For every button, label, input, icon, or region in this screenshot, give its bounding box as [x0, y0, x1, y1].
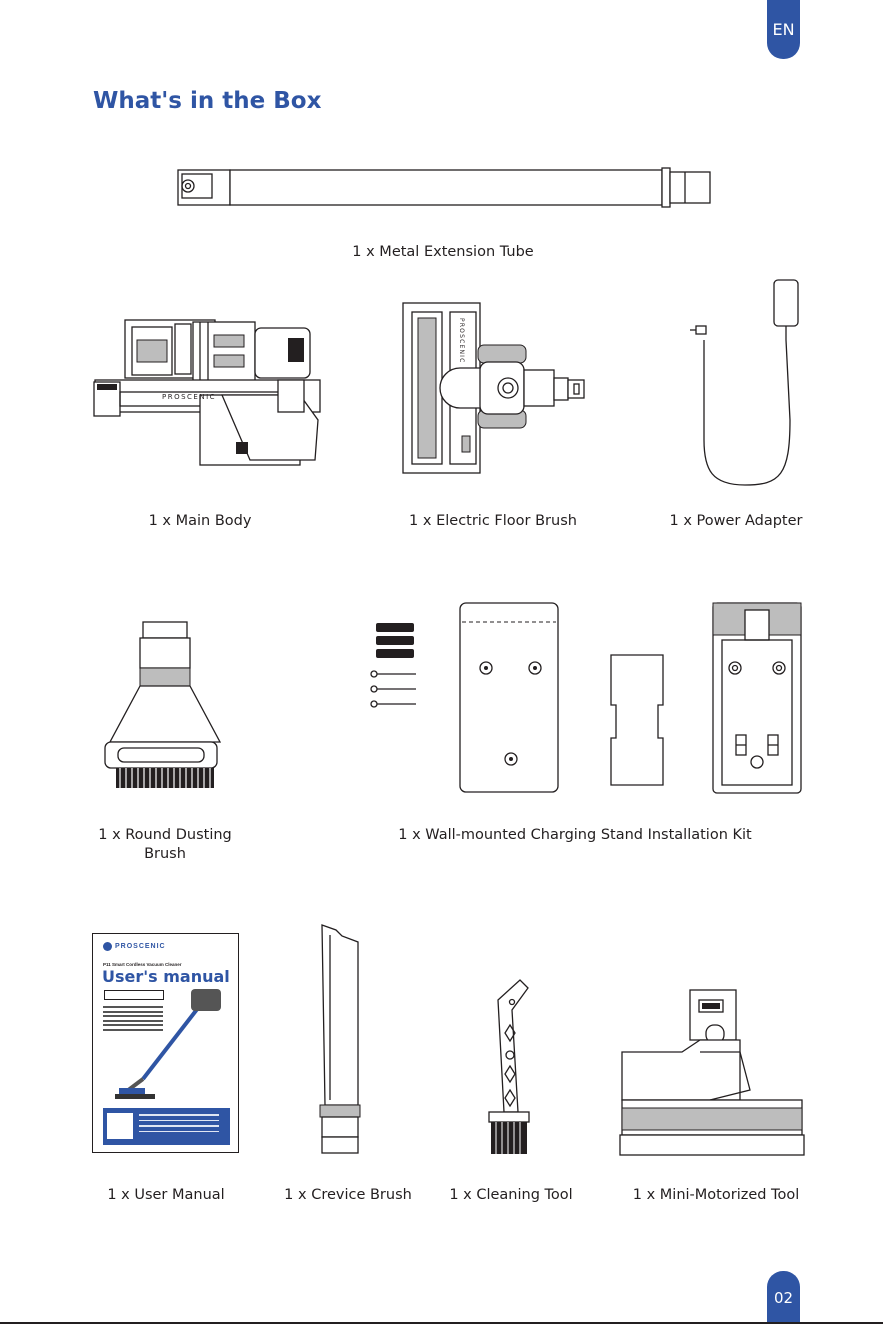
wall-anchors-and-screws-drawing [370, 623, 416, 708]
user-manual-cover: PROSCENIC P11 Smart Cordless Vacuum Clea… [92, 933, 239, 1153]
caption-round-dusting-brush-line2: Brush [144, 846, 186, 862]
metal-extension-tube-drawing [177, 167, 711, 208]
manual-brand-text: PROSCENIC [115, 943, 166, 950]
wall-plate-drawing [459, 602, 559, 793]
manual-subtitle: P11 Smart Cordless Vacuum Cleaner [103, 962, 182, 967]
caption-user-manual: 1 x User Manual [107, 1187, 225, 1203]
charging-stand-drawing [712, 602, 802, 794]
manual-footer [103, 1108, 230, 1145]
caption-crevice-brush: 1 x Crevice Brush [284, 1187, 412, 1203]
main-body-drawing: PROSCENIC [93, 319, 321, 466]
language-tab: EN [767, 0, 800, 59]
manual-text-lines [103, 1006, 163, 1033]
page-title: What's in the Box [93, 88, 322, 114]
qr-code-icon [107, 1113, 133, 1139]
caption-power-adapter: 1 x Power Adapter [669, 513, 803, 529]
power-adapter-drawing [690, 279, 799, 486]
caption-mini-motorized-tool: 1 x Mini-Motorized Tool [632, 1187, 800, 1203]
crevice-brush-drawing [319, 924, 361, 1154]
caption-cleaning-tool: 1 x Cleaning Tool [449, 1187, 573, 1203]
main-body-brand-text: PROSCENIC [162, 393, 216, 401]
page-number-tab: 02 [767, 1271, 800, 1324]
cleaning-tool-drawing [488, 979, 530, 1154]
electric-floor-brush-drawing: PROSCENIC [402, 302, 585, 474]
adhesive-sticker-drawing [610, 654, 664, 786]
manual-title-box [104, 990, 164, 1000]
bottom-rule [0, 1322, 883, 1324]
vacuum-cleaner-image [115, 989, 221, 1099]
caption-main-body: 1 x Main Body [148, 513, 252, 529]
mini-motorized-tool-drawing [619, 989, 805, 1156]
caption-round-dusting-brush-line1: 1 x Round Dusting [98, 827, 232, 843]
caption-electric-floor-brush: 1 x Electric Floor Brush [409, 513, 577, 529]
caption-metal-extension-tube: 1 x Metal Extension Tube [352, 244, 534, 260]
floor-brush-brand-text: PROSCENIC [458, 318, 465, 364]
round-dusting-brush-drawing [104, 621, 222, 788]
manual-brand: PROSCENIC [103, 942, 166, 951]
caption-wall-kit: 1 x Wall-mounted Charging Stand Installa… [398, 827, 752, 843]
brand-logo-icon [103, 942, 112, 951]
manual-title: User's manual [102, 967, 230, 986]
